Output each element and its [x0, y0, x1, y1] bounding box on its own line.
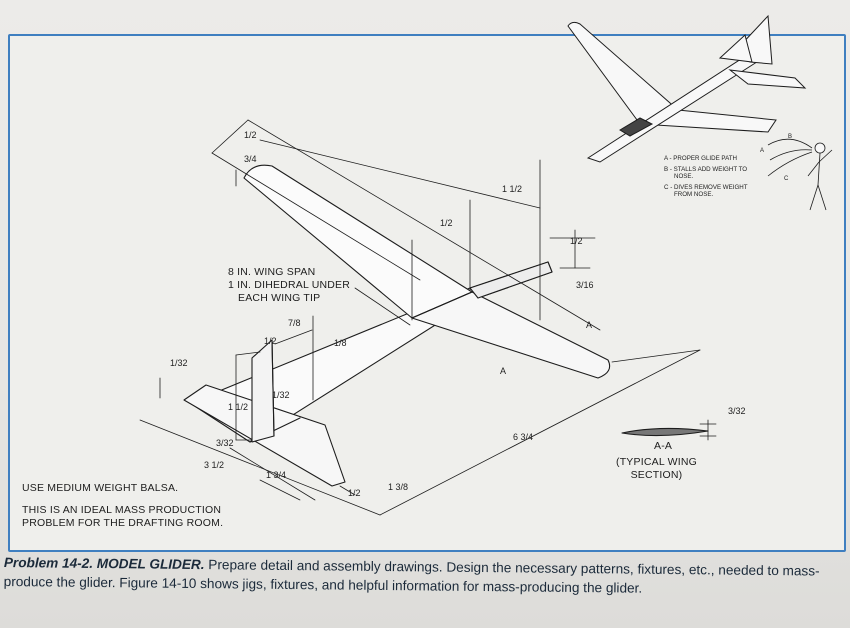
glide-label-c: C [784, 176, 789, 182]
wing-section [621, 427, 709, 437]
dim-half-fin: 1/2 [264, 336, 277, 346]
cut-label-a2: A [586, 320, 592, 330]
nose [469, 261, 553, 299]
mass-production-note: THIS IS AN IDEAL MASS PRODUCTION PROBLEM… [22, 504, 223, 530]
glide-label-a: A [760, 148, 764, 154]
mass-note-2: PROBLEM FOR THE DRAFTING ROOM. [22, 517, 224, 529]
dim-half-tail: 1/2 [348, 488, 361, 498]
dim-3-half: 3 1/2 [204, 460, 224, 470]
legend-c1: C - DIVES REMOVE WEIGHT [664, 183, 748, 191]
dim-three-quarter: 3/4 [244, 154, 257, 164]
cut-label-a: A [500, 366, 506, 376]
dim-6-3-4: 6 3/4 [513, 432, 533, 442]
glide-legend: A - PROPER GLIDE PATH B - STALLS ADD WEI… [664, 155, 748, 199]
section-caption-2: SECTION) [630, 469, 683, 481]
dim-3-16: 3/16 [576, 280, 594, 290]
wing-span-note: 8 IN. WING SPAN 1 IN. DIHEDRAL UNDER EAC… [228, 266, 350, 305]
dim-3-32-section: 3/32 [728, 406, 746, 416]
legend-a: A - PROPER GLIDE PATH [664, 155, 738, 162]
dim-one-half-fin: 1 1/2 [228, 402, 248, 412]
dim-eighth: 1/8 [334, 338, 347, 348]
dim-1-32b: 1/32 [272, 390, 290, 400]
dim-half-right: 1/2 [570, 236, 583, 246]
dim-half-mid: 1/2 [440, 218, 453, 228]
vertical-fin [251, 339, 275, 443]
main-wing-right [411, 291, 611, 379]
legend-c2: FROM NOSE. [674, 191, 714, 198]
glide-path-diagram [767, 138, 833, 211]
glide-label-b: B [788, 134, 792, 140]
dim-one-half-top: 1 1/2 [502, 184, 522, 194]
section-aa-label: A-A [654, 440, 673, 452]
dim-top-half: 1/2 [244, 130, 257, 140]
caption-title: Problem 14-2. MODEL GLIDER. [3, 554, 205, 573]
dihedral-label-1: 1 IN. DIHEDRAL UNDER [228, 279, 351, 291]
legend-b2: NOSE. [674, 173, 694, 180]
dim-1-3-4: 1 3/4 [266, 470, 286, 480]
wing-span-label: 8 IN. WING SPAN [228, 266, 316, 278]
dim-7-8: 7/8 [288, 318, 301, 328]
section-caption-1: (TYPICAL WING [616, 456, 697, 468]
dim-3-32: 3/32 [216, 438, 234, 448]
balsa-note: USE MEDIUM WEIGHT BALSA. [22, 482, 179, 494]
dim-1-3-8: 1 3/8 [388, 482, 408, 492]
section-caption: (TYPICAL WING SECTION) [616, 456, 697, 482]
dihedral-label-2: EACH WING TIP [238, 292, 321, 304]
mass-note-1: THIS IS AN IDEAL MASS PRODUCTION [22, 504, 222, 516]
dim-1-32: 1/32 [170, 358, 188, 368]
legend-b1: B - STALLS ADD WEIGHT TO [664, 165, 748, 173]
inset-glider [567, 14, 807, 163]
